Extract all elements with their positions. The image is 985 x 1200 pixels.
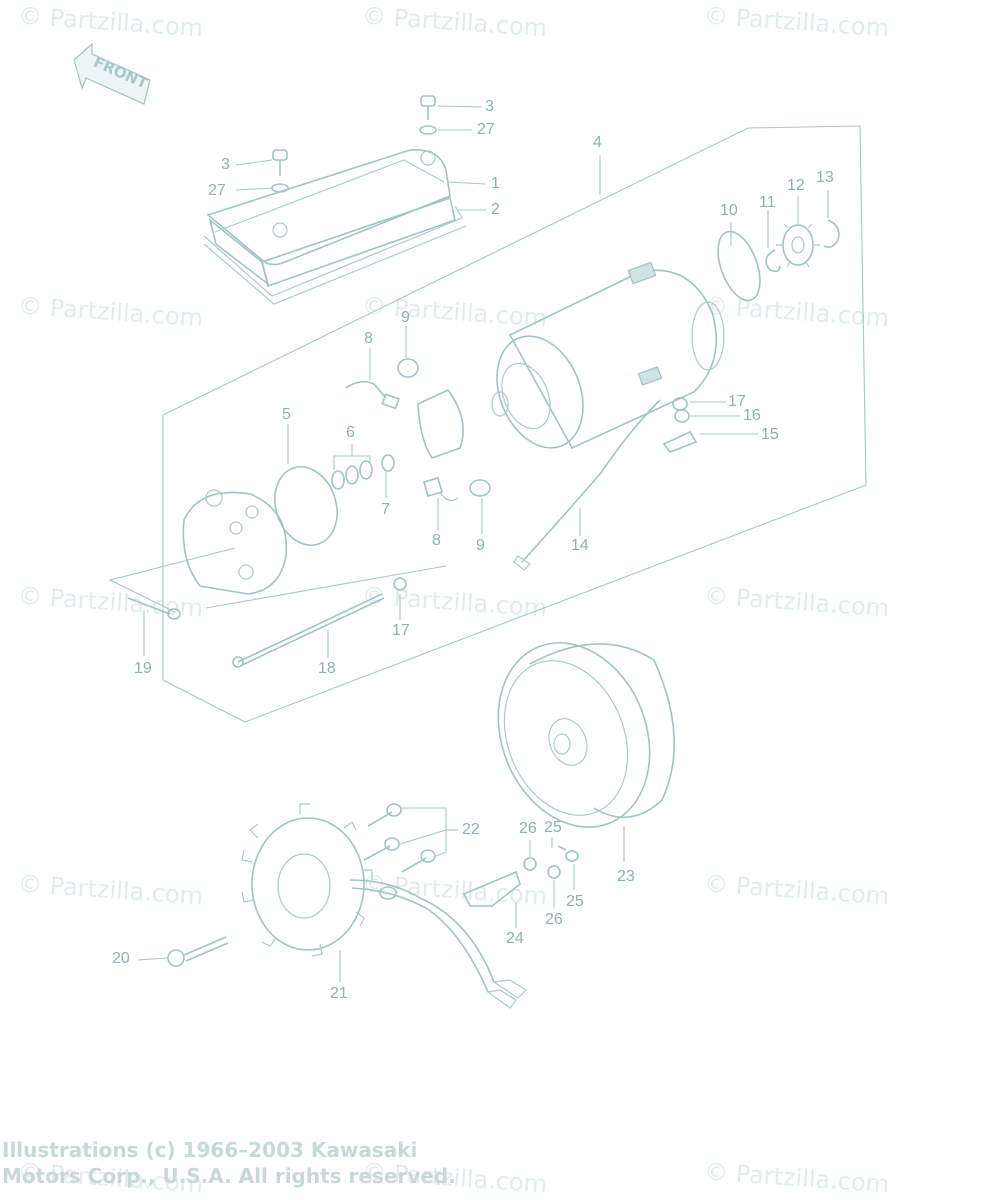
- callout-label: 25: [566, 893, 584, 910]
- cover-part: [206, 149, 456, 288]
- washer-part: [331, 454, 395, 490]
- bolt-part: [167, 936, 229, 967]
- callout-label: 5: [282, 406, 291, 423]
- plate-part: [462, 870, 521, 907]
- callout-label: 7: [381, 501, 390, 518]
- callout-label: 11: [759, 194, 776, 211]
- leader-line: [108, 547, 236, 613]
- end-cover-part: [182, 489, 288, 595]
- bolt-part: [232, 593, 385, 668]
- callout-label: 26: [519, 820, 537, 837]
- callout-label: 12: [787, 177, 805, 194]
- callout-label: 19: [134, 660, 152, 677]
- washer-part: [393, 577, 407, 591]
- callout-label: 4: [593, 134, 602, 151]
- callout-label: 3: [221, 156, 230, 173]
- callout-label: 18: [318, 660, 336, 677]
- callout-label: 6: [346, 424, 355, 441]
- leader-line: [437, 105, 483, 108]
- assembly-outline: [162, 125, 867, 723]
- callout-label: 23: [617, 868, 635, 885]
- copyright-line: Motors Corp., U.S.A. All rights reserved…: [2, 1164, 456, 1188]
- bolt-part: [363, 803, 436, 873]
- callout-label: 27: [477, 121, 495, 138]
- brush-part: [423, 477, 491, 502]
- callout-label: 15: [761, 426, 779, 443]
- leader-line: [205, 565, 447, 609]
- callout-label: 26: [545, 911, 563, 928]
- o-ring-part: [717, 230, 761, 302]
- terminal-part: [662, 397, 698, 453]
- washer-part: [523, 845, 579, 879]
- copyright-notice: Illustrations (c) 1966–2003 Kawasaki Mot…: [2, 1137, 456, 1189]
- leader-line: [137, 957, 169, 961]
- stator-part: [241, 803, 373, 957]
- lead-wire-part: [521, 399, 661, 563]
- callout-label: 8: [364, 330, 373, 347]
- leader-line: [235, 187, 273, 191]
- copyright-line: Illustrations (c) 1966–2003 Kawasaki: [2, 1138, 418, 1162]
- gasket-part: [203, 205, 467, 305]
- bolt-part: [271, 95, 437, 193]
- leader-line: [235, 159, 273, 166]
- starter-motor-part: [491, 261, 725, 450]
- leader-line: [333, 455, 371, 470]
- callout-label: 27: [208, 182, 226, 199]
- circlip-part: [823, 219, 840, 248]
- leader-line: [447, 181, 487, 185]
- callout-label: 25: [544, 819, 562, 836]
- callout-label: 24: [506, 930, 524, 947]
- gear-part: [776, 223, 820, 268]
- bolt-part: [127, 597, 181, 620]
- callout-label: 8: [432, 532, 441, 549]
- callout-label: 3: [485, 98, 494, 115]
- callout-label: 1: [491, 175, 500, 192]
- front-arrow-icon: FRONT: [73, 42, 151, 105]
- rotor-part: [497, 642, 676, 828]
- wiring-part: [349, 879, 527, 1009]
- circlip-part: [765, 249, 781, 273]
- callout-label: 17: [728, 393, 746, 410]
- callout-label: 10: [720, 202, 738, 219]
- callout-label: 17: [392, 622, 410, 639]
- callout-label: 14: [571, 537, 589, 554]
- callout-label: 13: [816, 169, 834, 186]
- callout-label: 9: [476, 537, 485, 554]
- callout-label: 20: [112, 950, 130, 967]
- callout-label: 9: [401, 309, 410, 326]
- callout-label: 2: [491, 201, 500, 218]
- callout-label: 21: [330, 985, 348, 1002]
- callout-label: 16: [743, 407, 761, 424]
- leader-line: [399, 829, 447, 845]
- callout-label: 22: [462, 821, 480, 838]
- brush-part: [345, 358, 464, 459]
